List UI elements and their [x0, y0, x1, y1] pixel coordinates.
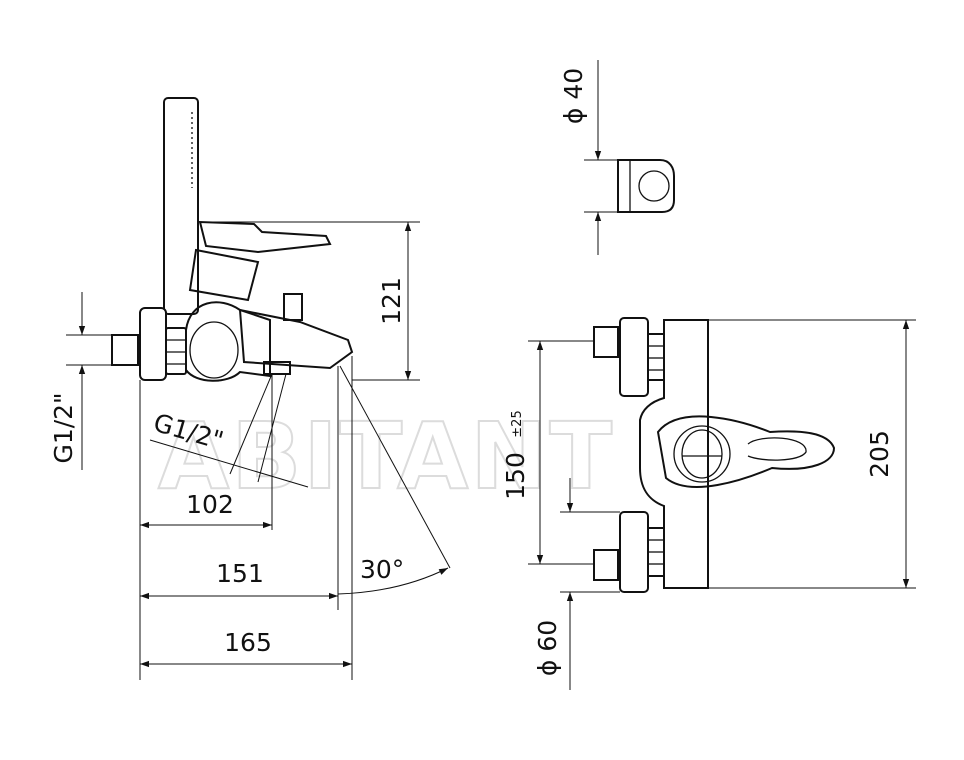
dim-centers: 150 — [501, 452, 530, 500]
cartridge-cap — [673, 425, 731, 483]
rosette — [139, 307, 167, 381]
mixer-body-front — [639, 319, 709, 589]
upper-nut — [647, 333, 665, 381]
spout — [238, 308, 354, 370]
shower-outlet — [263, 361, 291, 375]
dim-total-depth: 165 — [224, 628, 272, 657]
lever-handle — [198, 220, 332, 254]
hand-shower — [163, 97, 199, 315]
front-dimensions: 205 150 ±25 ϕ 60 — [501, 319, 916, 690]
cartridge-housing — [188, 248, 260, 302]
upper-inlet-fitting — [593, 326, 619, 358]
lower-rosette — [619, 511, 649, 593]
dim-spout-depth: 151 — [216, 559, 264, 588]
connector-nut — [165, 327, 187, 375]
mixer-body — [185, 301, 271, 382]
front-view — [593, 317, 836, 593]
dim-inlet-depth: 102 — [186, 490, 234, 519]
dim-rosette-diameter: ϕ 60 — [533, 620, 562, 676]
side-view — [111, 97, 354, 382]
dim-spout-angle: 30° — [360, 555, 404, 584]
lever-front — [656, 415, 836, 488]
dim-centers-tolerance: ±25 — [510, 410, 525, 437]
dim-height-side: 121 — [377, 277, 406, 325]
wall-inlet-fitting — [111, 334, 139, 366]
lower-inlet-fitting — [593, 549, 619, 581]
upper-rosette — [619, 317, 649, 397]
diverter-knob — [283, 293, 303, 321]
shower-holder — [617, 159, 675, 213]
dim-height-front: 205 — [865, 430, 894, 478]
dim-holder-diameter: ϕ 40 — [559, 68, 588, 124]
holder-view: ϕ 40 — [559, 60, 675, 255]
thread-label-vertical: G1/2" — [49, 392, 78, 463]
